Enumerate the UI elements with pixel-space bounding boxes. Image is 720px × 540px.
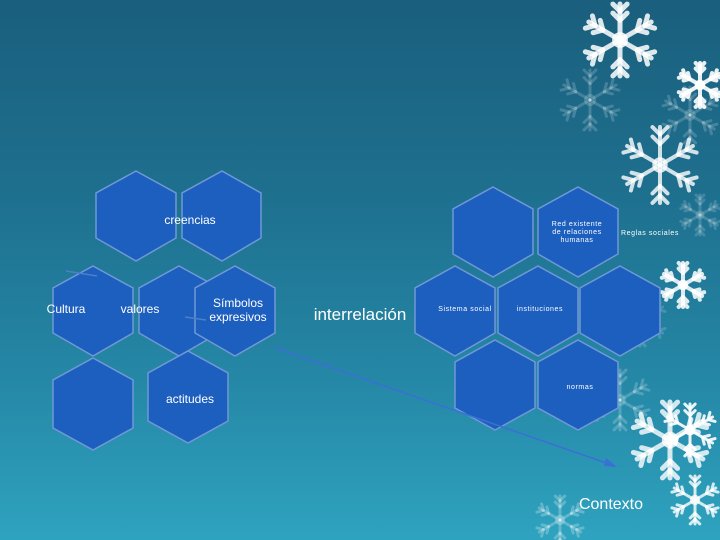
hexagon-cultura [52, 265, 134, 357]
snowflake-icon [661, 85, 719, 145]
label-reglas: Reglas sociales [620, 230, 680, 237]
label-red: Red existente de relaciones humanas [551, 221, 603, 245]
snowflake-icon [679, 193, 720, 237]
snowflake-icon [659, 261, 707, 309]
label-interrelacion: interrelación [313, 305, 407, 324]
arrow-head-icon [604, 458, 617, 467]
label-valores: valores [120, 302, 160, 316]
connector-line-cultura [65, 270, 98, 277]
label-simbolos: Símbolos expresivos [209, 296, 267, 324]
hexagon-normas [537, 339, 619, 431]
hexagon-actitudes [147, 350, 229, 444]
hexagon-creencias [95, 170, 177, 262]
hexagon-bottom-right1 [454, 339, 536, 431]
label-sistema: Sistema social [438, 306, 492, 313]
connector-arrow-contexto [274, 347, 613, 466]
label-cultura: Cultura [46, 302, 86, 316]
snowflake-icon [676, 61, 720, 109]
label-normas: normas [566, 384, 594, 391]
label-creencias: creencias [164, 213, 216, 227]
hexagon-right-top [452, 186, 534, 278]
hexagon-simbolos [194, 265, 276, 357]
snowflake-icon [670, 474, 720, 526]
snowflake-icon [630, 399, 710, 481]
label-contexto: Contexto [578, 496, 644, 513]
hexagon-top-right [181, 170, 262, 262]
hexagon-instituciones [497, 265, 579, 357]
snowflake-icon [535, 494, 585, 540]
label-instituciones: instituciones [516, 306, 564, 313]
connector-line-valores [184, 316, 207, 321]
label-actitudes: actitudes [165, 392, 215, 406]
snowflake-icon [559, 68, 621, 132]
snowflake-icon [582, 1, 658, 79]
hexagon-bottom-left [52, 357, 134, 451]
hexagon-red [537, 186, 619, 278]
hexagon-sistema [414, 265, 496, 357]
snowflake-icon [621, 125, 699, 205]
hexagon-right-far [579, 265, 661, 357]
